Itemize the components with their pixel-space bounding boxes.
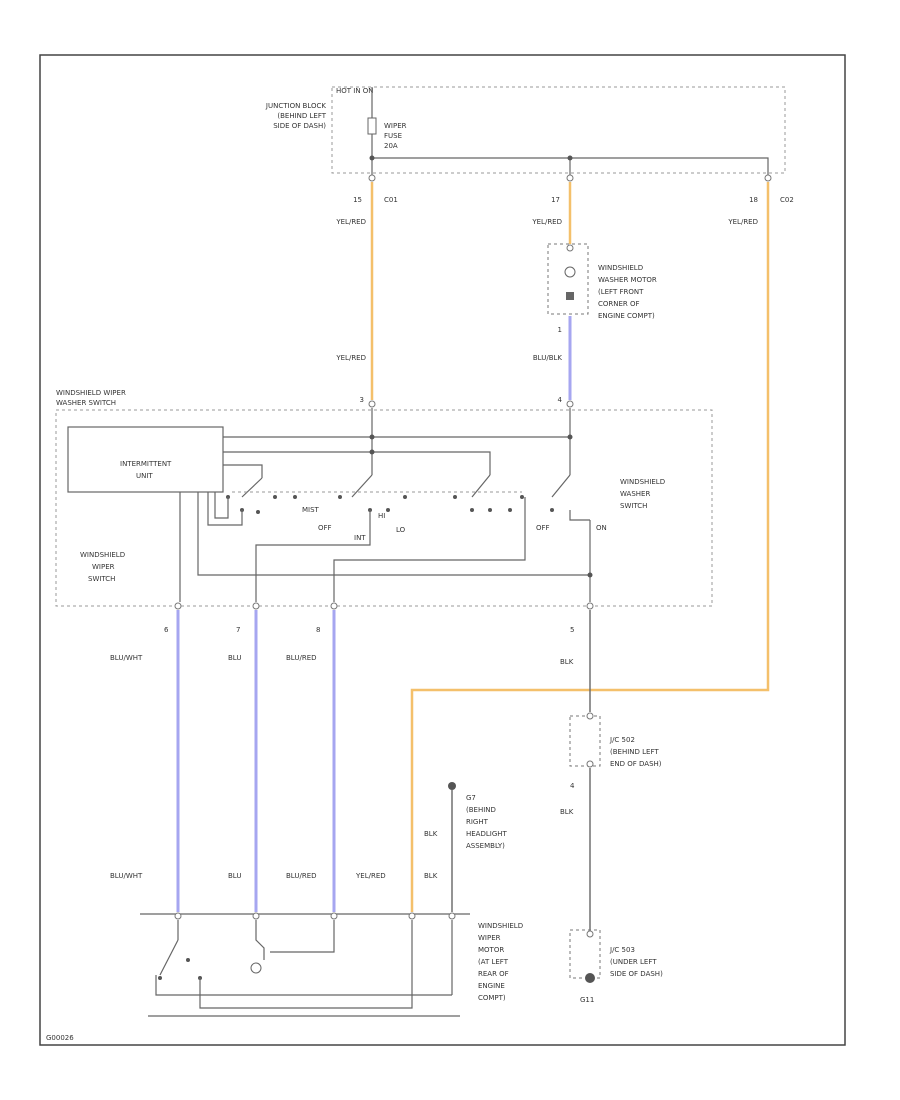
- junction-block-label-3: SIDE OF DASH): [273, 122, 326, 130]
- wire-label-blu-red-2: BLU/RED: [286, 872, 317, 880]
- wire-label-blu-blk: BLU/BLK: [533, 354, 563, 362]
- pin-7: 7: [236, 626, 240, 634]
- intermittent-unit-label-1: INTERMITTENT: [120, 460, 172, 468]
- jc-503-label-2: (UNDER LEFT: [610, 958, 657, 966]
- wiper-switch-label-3: SWITCH: [88, 575, 115, 583]
- ground-g7-label-3: RIGHT: [466, 818, 489, 826]
- figure-code: G00026: [46, 1034, 74, 1042]
- washer-motor: [547, 243, 589, 315]
- wiper-switch-label-1: WINDSHIELD: [80, 551, 125, 559]
- jc-502-label-3: END OF DASH): [610, 760, 662, 768]
- switch-pin-4: 4: [558, 396, 563, 404]
- jc-502-pin-4: 4: [570, 782, 575, 790]
- junction-block: [331, 86, 786, 174]
- washer-motor-label-1: WINDSHIELD: [598, 264, 643, 272]
- fuse-label-2: FUSE: [384, 132, 402, 140]
- motor-label-2: WIPER: [478, 934, 501, 942]
- pin-15: 15: [353, 196, 362, 204]
- diagram-border: [39, 54, 846, 1046]
- hot-label: HOT IN ON: [336, 87, 374, 95]
- intermittent-unit-label-2: UNIT: [136, 472, 153, 480]
- washer-motor-label-2: WASHER MOTOR: [598, 276, 657, 284]
- ground-g7-label-1: G7: [466, 794, 476, 802]
- jc-503-label-1: J/C 503: [609, 946, 635, 954]
- wire-label-yel-red-3: YEL/RED: [531, 218, 562, 226]
- pos-mist: MIST: [302, 506, 320, 514]
- wire-label-yel-red-2: YEL/RED: [335, 354, 366, 362]
- jc-502-label-1: J/C 502: [609, 736, 635, 744]
- junction-block-label-2: (BEHIND LEFT: [277, 112, 326, 120]
- pos-lo: LO: [396, 526, 406, 534]
- washer-switch-label-1: WINDSHIELD: [620, 478, 665, 486]
- washer-switch-label-2: WASHER: [620, 490, 650, 498]
- ground-g7-label-4: HEADLIGHT: [466, 830, 508, 838]
- washer-motor-label-4: CORNER OF: [598, 300, 640, 308]
- wire-label-blu-red-1: BLU/RED: [286, 654, 317, 662]
- ground-g11-label: G11: [580, 996, 594, 1004]
- ground-g7-label-5: ASSEMBLY): [466, 842, 505, 850]
- motor-label-3: MOTOR: [478, 946, 504, 954]
- jc-502: [569, 715, 601, 767]
- pin-6: 6: [164, 626, 169, 634]
- washer-motor-label-3: (LEFT FRONT: [598, 288, 644, 296]
- wire-label-blk-2: BLK: [560, 808, 574, 816]
- fuse-label-1: WIPER: [384, 122, 407, 130]
- pos-washer-on: ON: [596, 524, 607, 532]
- motor-label-7: COMPT): [478, 994, 506, 1002]
- motor-label-1: WINDSHIELD: [478, 922, 523, 930]
- switch-title-2: WASHER SWITCH: [56, 399, 116, 407]
- pin-8: 8: [316, 626, 320, 634]
- ground-g7-label-2: (BEHIND: [466, 806, 496, 814]
- washer-pin-1: 1: [558, 326, 562, 334]
- conn-c02: C02: [780, 196, 794, 204]
- wire-label-blu-wht-1: BLU/WHT: [110, 654, 143, 662]
- washer-motor-label-5: ENGINE COMPT): [598, 312, 655, 320]
- intermittent-unit: [67, 426, 224, 493]
- wire-label-blu-1: BLU: [228, 654, 241, 662]
- jc-503: [569, 929, 601, 979]
- washer-motor-symbol: [564, 266, 576, 278]
- motor-label-6: ENGINE: [478, 982, 505, 990]
- wiper-motor-symbol: [250, 962, 262, 974]
- pos-washer-off: OFF: [536, 524, 550, 532]
- washer-motor-terminal: [566, 292, 574, 300]
- pin-18: 18: [749, 196, 758, 204]
- conn-c01: C01: [384, 196, 398, 204]
- motor-label-4: (AT LEFT: [478, 958, 509, 966]
- pos-off: OFF: [318, 524, 332, 532]
- wire-label-blu-wht-2: BLU/WHT: [110, 872, 143, 880]
- wire-label-yel-red-4: YEL/RED: [727, 218, 758, 226]
- wiper-switch-label-2: WIPER: [92, 563, 115, 571]
- switch-pin-3: 3: [360, 396, 364, 404]
- wire-label-blk-3: BLK: [424, 830, 438, 838]
- ground-g11: [585, 973, 595, 983]
- pin-17: 17: [551, 196, 560, 204]
- washer-switch-label-3: SWITCH: [620, 502, 647, 510]
- switch-title-1: WINDSHIELD WIPER: [56, 389, 126, 397]
- wire-label-blk-4: BLK: [424, 872, 438, 880]
- wire-label-yel-red-1: YEL/RED: [335, 218, 366, 226]
- jc-502-label-2: (BEHIND LEFT: [610, 748, 659, 756]
- jc-503-label-3: SIDE OF DASH): [610, 970, 663, 978]
- ground-g7: [448, 782, 456, 790]
- junction-block-label-1: JUNCTION BLOCK: [265, 102, 326, 110]
- fuse-label-3: 20A: [384, 142, 398, 150]
- wire-label-blk-1: BLK: [560, 658, 574, 666]
- motor-label-5: REAR OF: [478, 970, 509, 978]
- pin-5: 5: [570, 626, 574, 634]
- wire-label-yel-red-5: YEL/RED: [355, 872, 386, 880]
- pos-hi: HI: [378, 512, 385, 520]
- pos-int: INT: [354, 534, 366, 542]
- wiper-fuse: [367, 117, 377, 135]
- wire-label-blu-2: BLU: [228, 872, 241, 880]
